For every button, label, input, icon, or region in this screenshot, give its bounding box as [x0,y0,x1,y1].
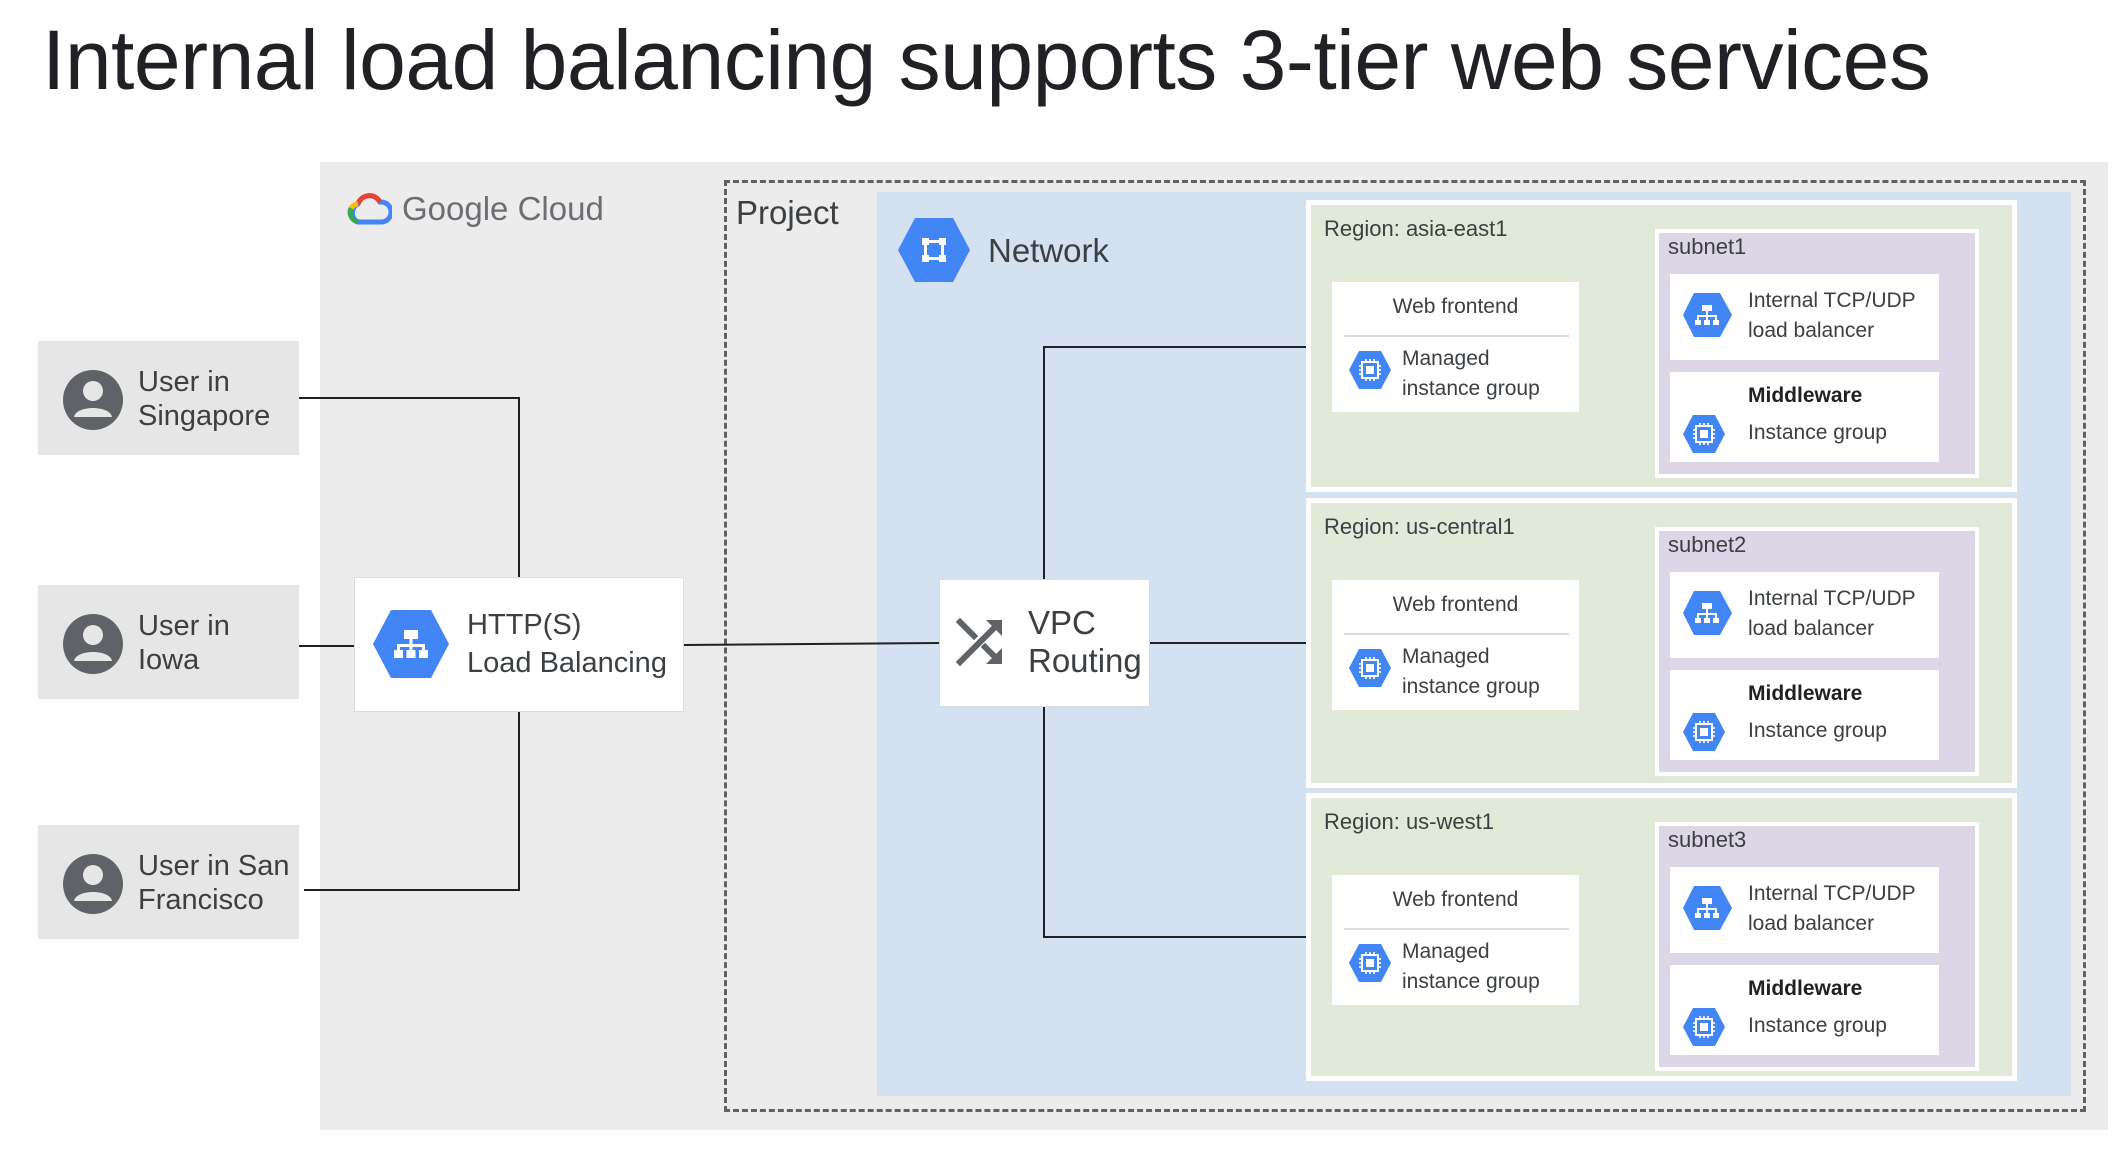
instance-group-label: Instance group [1748,719,1887,742]
web-frontend-card[interactable]: Web frontend Managed instance group [1332,282,1579,412]
project-label: Project [736,194,839,231]
load-balancer-hex-icon [1683,886,1732,930]
user-singapore[interactable]: User in Singapore [38,341,299,455]
lb-label-line2: Load Balancing [467,647,667,679]
user-label-line2: Singapore [138,400,271,432]
user-avatar-icon [63,854,123,914]
google-cloud-brand-name: Google Cloud [402,190,604,227]
user-label-line1: User in San [138,850,290,882]
user-iowa[interactable]: User in Iowa [38,585,299,699]
middleware-label: Middleware [1748,682,1863,705]
user-label-line1: User in [138,366,230,398]
web-frontend-card[interactable]: Web frontend Managed instance group [1332,580,1579,710]
middleware-label: Middleware [1748,384,1863,407]
middleware-card[interactable]: Middleware Instance group [1670,670,1939,760]
ilb-label-line1: Internal TCP/UDP [1748,587,1916,610]
user-label-line2: Francisco [138,884,264,916]
compute-chip-hex-icon [1683,713,1725,751]
mig-label-line1: Managed [1402,347,1490,370]
project-boundary [724,180,2086,1112]
web-frontend-label: Web frontend [1392,593,1519,616]
card-divider [1344,928,1569,930]
connector-sf-lb [304,712,520,891]
mig-label-line1: Managed [1402,645,1490,668]
user-avatar-icon [63,370,123,430]
vpc-label-line1: VPC [1028,604,1096,641]
user-san-francisco[interactable]: User in San Francisco [38,825,299,939]
middleware-label: Middleware [1748,977,1863,1000]
compute-chip-hex-icon [1683,415,1725,453]
subnet-label: subnet1 [1668,234,1747,259]
mig-label-line2: instance group [1402,377,1540,400]
compute-chip-hex-icon [1683,1008,1725,1046]
user-avatar-icon [63,614,123,674]
load-balancer-hex-icon [1683,293,1732,337]
middleware-card[interactable]: Middleware Instance group [1670,965,1939,1055]
region-label: Region: us-west1 [1324,809,1494,834]
user-label-line2: Iowa [138,644,200,676]
vpc-routing[interactable]: VPC Routing [939,579,1150,707]
instance-group-label: Instance group [1748,421,1887,444]
vpc-label-line2: Routing [1028,642,1142,679]
google-cloud-logo-icon [347,193,392,225]
web-frontend-card[interactable]: Web frontend Managed instance group [1332,875,1579,1005]
load-balancer-hex-icon [1683,591,1732,635]
compute-chip-hex-icon [1349,649,1391,687]
middleware-card[interactable]: Middleware Instance group [1670,372,1939,462]
ilb-label-line2: load balancer [1748,617,1875,640]
card-divider [1344,633,1569,635]
https-load-balancer[interactable]: HTTP(S) Load Balancing [354,577,684,712]
ilb-label-line1: Internal TCP/UDP [1748,289,1916,312]
ilb-label-line1: Internal TCP/UDP [1748,882,1916,905]
page-title: Internal load balancing supports 3-tier … [42,13,1931,107]
mig-label-line1: Managed [1402,940,1490,963]
subnet-label: subnet2 [1668,532,1747,557]
internal-lb-card[interactable]: Internal TCP/UDP load balancer [1670,867,1939,953]
card-divider [1344,335,1569,337]
compute-chip-hex-icon [1349,944,1391,982]
internal-lb-card[interactable]: Internal TCP/UDP load balancer [1670,572,1939,658]
user-label-line1: User in [138,610,230,642]
connector-lb-vpc [683,642,940,646]
connector-vpc-region1 [1043,346,1306,579]
ilb-label-line2: load balancer [1748,319,1875,342]
shuffle-routing-icon [955,617,1003,667]
mig-label-line2: instance group [1402,675,1540,698]
web-frontend-label: Web frontend [1392,295,1519,318]
connector-vpc-region3 [1043,707,1306,938]
connector-singapore-lb [299,397,520,577]
network-label: Network [988,232,1110,269]
lb-label-line1: HTTP(S) [467,609,582,641]
instance-group-label: Instance group [1748,1014,1887,1037]
google-cloud-brand: Google Cloud [346,186,604,232]
subnet-label: subnet3 [1668,827,1747,852]
region-label: Region: asia-east1 [1324,216,1508,241]
load-balancer-hex-icon [373,610,449,678]
web-frontend-label: Web frontend [1392,888,1519,911]
internal-lb-card[interactable]: Internal TCP/UDP load balancer [1670,274,1939,360]
region-label: Region: us-central1 [1324,514,1515,539]
ilb-label-line2: load balancer [1748,912,1875,935]
compute-chip-hex-icon [1349,351,1391,389]
mig-label-line2: instance group [1402,970,1540,993]
network-hex-icon [898,218,970,282]
